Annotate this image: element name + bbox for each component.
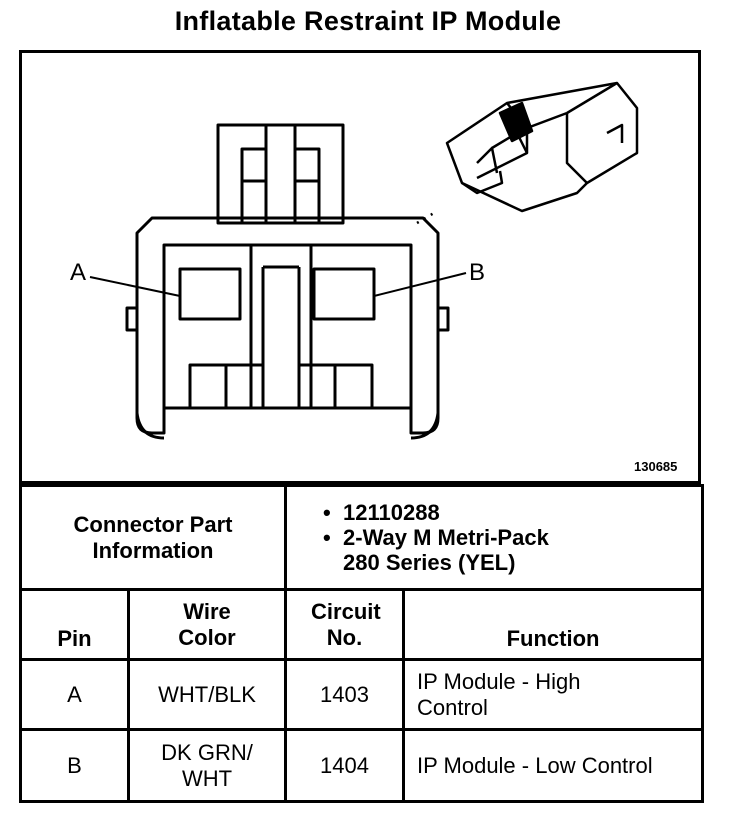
header-wire-color: Wire Color	[126, 588, 288, 661]
table-row: B DK GRN/ WHT 1404 IP Module - Low Contr…	[19, 728, 705, 803]
header-circuit-no: Circuit No.	[284, 588, 406, 661]
connector-face-drawing	[89, 81, 639, 440]
part-info-row: Connector Part Information 12110288 2-Wa…	[18, 484, 705, 591]
circuit-cell: 1404	[284, 728, 406, 803]
circuit-cell: 1403	[284, 658, 406, 731]
function-cell: IP Module - High Control	[402, 658, 705, 731]
pin-a-label: A	[70, 259, 87, 286]
figure-id: 130685	[634, 459, 678, 474]
connector-iso-view	[416, 81, 639, 225]
table-header-row: Pin Wire Color Circuit No. Function	[19, 588, 705, 661]
connector-diagram: A B 130685	[19, 50, 701, 484]
connector-latch	[216, 123, 345, 225]
connector-info-table: Connector Part Information 12110288 2-Wa…	[18, 484, 705, 803]
function-cell: IP Module - Low Control	[402, 728, 705, 803]
connector-cavity	[162, 243, 413, 410]
wire-color-cell: DK GRN/ WHT	[126, 728, 288, 803]
wire-color-cell: WHT/BLK	[126, 658, 288, 731]
terminal-b	[312, 267, 376, 321]
part-info-list: 12110288 2-Way M Metri-Pack 280 Series (…	[317, 500, 701, 575]
part-number: 12110288	[317, 500, 701, 525]
header-pin: Pin	[19, 588, 130, 661]
pin-cell: A	[19, 658, 130, 731]
part-info-heading: Connector Part Information	[18, 484, 288, 591]
table-row: A WHT/BLK 1403 IP Module - High Control	[19, 658, 705, 731]
pin-cell: B	[19, 728, 130, 803]
terminal-a	[178, 267, 242, 321]
page-title: Inflatable Restraint IP Module	[174, 6, 562, 36]
connector-body	[135, 216, 440, 435]
header-function: Function	[402, 588, 705, 661]
part-info-cell: 12110288 2-Way M Metri-Pack 280 Series (…	[284, 484, 705, 591]
pin-b-label: B	[469, 259, 486, 286]
connector-type: 2-Way M Metri-Pack 280 Series (YEL)	[317, 525, 583, 575]
